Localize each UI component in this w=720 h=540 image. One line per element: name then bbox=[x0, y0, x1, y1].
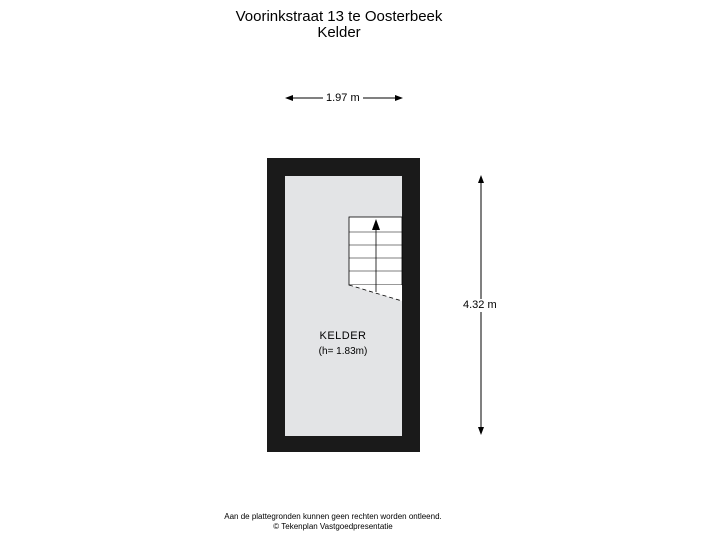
room-floor bbox=[285, 176, 402, 436]
width-dimension-label: 1.97 m bbox=[323, 92, 363, 105]
plan-address-title: Voorinkstraat 13 te Oosterbeek bbox=[235, 8, 443, 25]
stair-direction-arrow-icon bbox=[372, 219, 380, 230]
copyright-text: © Tekenplan Vastgoedpresentatie bbox=[273, 522, 393, 531]
disclaimer-text: Aan de plattegronden kunnen geen rechten… bbox=[224, 512, 442, 521]
room-ceiling-height-label: (h= 1.83m) bbox=[318, 346, 368, 357]
room-name-label: KELDER bbox=[319, 330, 367, 342]
plan-floor-title: Kelder bbox=[317, 24, 361, 41]
height-dimension-label: 4.32 m bbox=[460, 299, 500, 312]
